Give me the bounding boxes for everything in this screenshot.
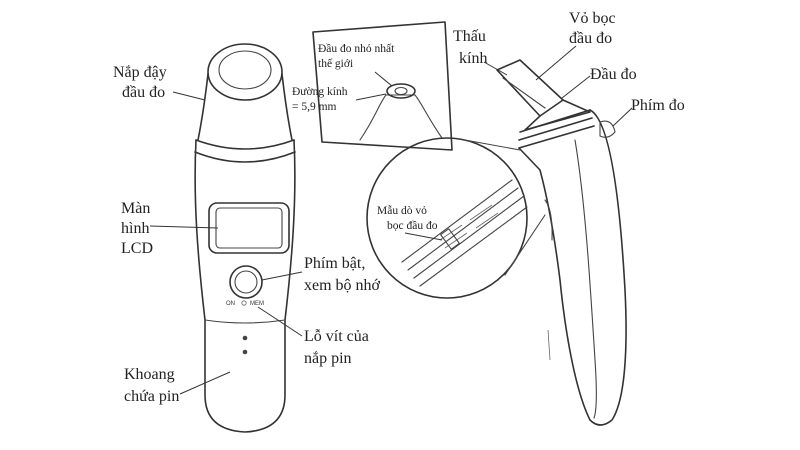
svg-text:LCD: LCD (121, 240, 153, 257)
magnifier-connector-top (464, 139, 521, 151)
svg-text:nắp pin: nắp pin (304, 350, 352, 367)
leader-lcd (149, 225, 219, 229)
lcd-frame (208, 202, 290, 254)
label-screw-hole: Lỗ vít của nắp pin (257, 306, 369, 367)
leader-battery (179, 371, 231, 395)
leader-lens (483, 61, 508, 76)
magnified-ring-4 (419, 206, 528, 287)
screw-hole-1 (242, 335, 248, 341)
side-body-inner (574, 139, 597, 419)
side-detail (547, 329, 551, 361)
magnifier-ring (366, 137, 528, 299)
leader-power (261, 271, 303, 281)
magnified-ring-3 (413, 195, 525, 279)
cover-detector-pin (440, 228, 460, 250)
leader-probe (561, 75, 591, 99)
svg-text:Khoang: Khoang (124, 366, 175, 383)
svg-text:bọc đầu đo: bọc đầu đo (387, 219, 438, 232)
power-button (234, 270, 258, 294)
svg-text:Phím bật,: Phím bật, (304, 255, 365, 272)
lcd-screen (215, 207, 283, 249)
svg-text:xem bộ nhớ: xem bộ nhớ (304, 277, 381, 294)
svg-text:thế giới: thế giới (318, 57, 353, 70)
svg-text:Đầu đo: Đầu đo (590, 66, 637, 83)
front-view-thermometer: ON MEM (194, 43, 296, 433)
label-probe-cover: Vỏ bọc đầu đo (535, 10, 616, 81)
side-body-outline (518, 109, 627, 426)
magnifier-connector-bottom (504, 214, 546, 276)
svg-text:Phím đo: Phím đo (631, 97, 685, 114)
mem-text: MEM (250, 301, 264, 307)
neck-ring-3 (518, 125, 595, 149)
callout-box (312, 21, 453, 151)
cap-inner (218, 50, 272, 90)
svg-text:kính: kính (459, 50, 487, 67)
probe-tip (496, 59, 564, 117)
probe-tip-line (502, 77, 546, 109)
label-cover-detector: Mẫu dò vỏ bọc đầu đo (377, 204, 443, 241)
cap-right-edge (281, 73, 293, 141)
label-probe: Đầu đo (561, 66, 637, 99)
leader-probe-cover (535, 45, 577, 81)
cap-top (207, 43, 283, 101)
callout-probe-body (359, 94, 443, 141)
on-mem-dot (241, 300, 247, 306)
svg-text:Thấu: Thấu (453, 28, 486, 45)
callout-probe-hole (394, 86, 408, 96)
power-button-ring (229, 265, 263, 299)
magnified-ring-2 (407, 187, 519, 271)
leader-screw (257, 306, 303, 337)
body-outline (194, 139, 296, 433)
svg-text:chứa pin: chứa pin (124, 388, 179, 405)
callout-probe-tip (386, 83, 416, 99)
neck-ring-2 (518, 117, 593, 141)
svg-text:đầu đo: đầu đo (569, 30, 612, 47)
battery-seam (204, 319, 286, 324)
cap-band-top (195, 139, 295, 150)
leader-smallest (374, 71, 393, 87)
measure-button (599, 120, 616, 138)
label-lens: Thấu kính (453, 28, 508, 76)
neck-ring-1 (519, 109, 591, 133)
svg-text:hình: hình (121, 220, 149, 237)
side-view-thermometer (496, 59, 627, 426)
label-measure-button: Phím đo (612, 97, 685, 127)
svg-text:Vỏ bọc: Vỏ bọc (569, 10, 616, 27)
svg-text:Lỗ vít của: Lỗ vít của (304, 328, 369, 345)
leader-measure (612, 107, 633, 127)
svg-text:Màn: Màn (121, 200, 150, 217)
label-lcd: Màn hình LCD (121, 200, 219, 257)
svg-text:= 5,9 mm: = 5,9 mm (292, 101, 337, 113)
label-cap: Nắp đậy đầu đo (113, 64, 206, 101)
on-text: ON (226, 301, 235, 307)
magnifier-circle (366, 137, 546, 299)
leader-cover-detector (404, 232, 443, 241)
svg-text:Đường kính: Đường kính (292, 86, 348, 98)
magnified-ring-1 (401, 179, 513, 263)
cap-left-edge (197, 73, 209, 141)
svg-text:Đầu đo nhỏ nhất: Đầu đo nhỏ nhất (318, 42, 395, 55)
side-slot (544, 199, 553, 241)
cap-band-bottom (194, 151, 296, 163)
svg-text:Nắp đậy: Nắp đậy (113, 64, 167, 81)
probe-callout: Đầu đo nhỏ nhất thế giới Đường kính = 5,… (292, 21, 453, 151)
label-battery: Khoang chứa pin (124, 366, 231, 405)
label-power-button: Phím bật, xem bộ nhớ (261, 255, 381, 294)
svg-text:Mẫu dò vỏ: Mẫu dò vỏ (377, 204, 427, 217)
leader-diameter (355, 93, 387, 101)
leader-cap (172, 91, 206, 101)
screw-hole-2 (242, 349, 248, 355)
svg-text:đầu đo: đầu đo (122, 84, 165, 101)
